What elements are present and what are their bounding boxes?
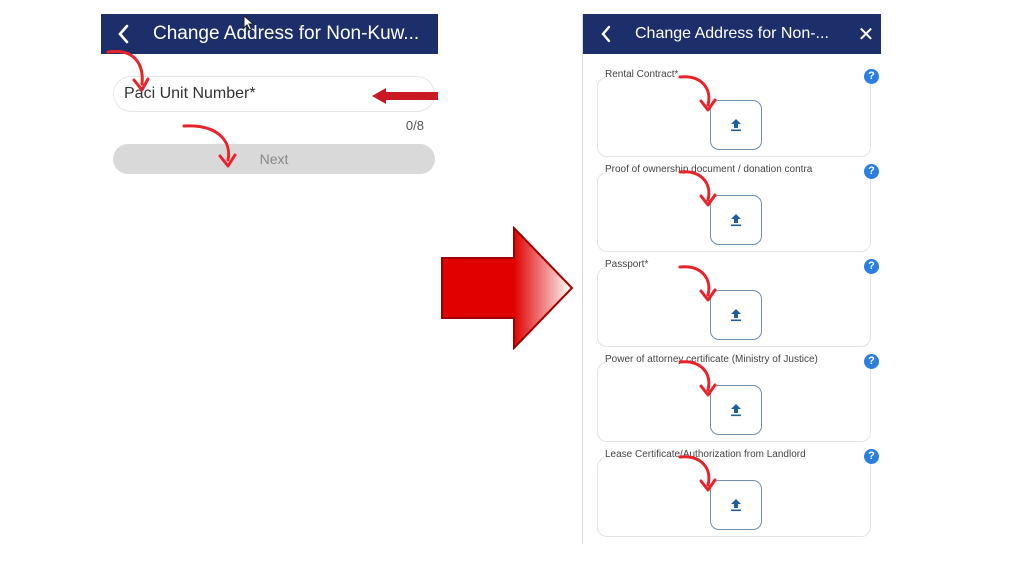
upload-card [597,362,871,442]
upload-section: Power of attorney certificate (Ministry … [597,354,879,442]
upload-button[interactable] [710,100,762,150]
page-title: Change Address for Non-Kuw... [153,23,420,44]
next-button[interactable]: Next [113,144,435,174]
help-icon[interactable]: ? [864,354,879,369]
right-phone-screen: Change Address for Non-... ✕ Rental Cont… [582,14,881,544]
help-icon[interactable]: ? [864,69,879,84]
back-button[interactable] [589,25,623,43]
upload-label: Proof of ownership document / donation c… [605,164,865,175]
upload-section: Lease Certificate/Authorization from Lan… [597,449,879,537]
help-icon[interactable]: ? [864,259,879,274]
upload-icon [731,404,741,417]
upload-button[interactable] [710,385,762,435]
right-header-bar: Change Address for Non-... ✕ [583,14,881,54]
help-icon[interactable]: ? [864,164,879,179]
upload-card [597,172,871,252]
upload-label: Power of attorney certificate (Ministry … [605,354,865,365]
upload-icon [731,119,741,132]
upload-button[interactable] [710,195,762,245]
chevron-left-icon [601,25,611,43]
transition-arrow-icon [441,226,574,350]
close-button[interactable]: ✕ [851,22,881,47]
upload-label: Lease Certificate/Authorization from Lan… [605,449,865,460]
left-header-bar: Change Address for Non-Kuw... [101,14,438,54]
paci-input-placeholder: Paci Unit Number* [124,85,256,102]
upload-section: Rental Contract* ? [597,69,879,157]
help-icon[interactable]: ? [864,449,879,464]
upload-section: Passport* ? [597,259,879,347]
upload-button[interactable] [710,480,762,530]
character-counter: 0/8 [405,118,424,133]
upload-card [597,77,871,157]
left-phone-screen: Change Address for Non-Kuw... Paci Unit … [101,14,438,554]
close-icon: ✕ [857,23,875,46]
upload-button[interactable] [710,290,762,340]
mouse-cursor-icon [243,15,255,31]
back-button[interactable] [107,24,141,44]
upload-label: Passport* [605,259,865,270]
upload-card [597,267,871,347]
upload-icon [731,499,741,512]
page-title: Change Address for Non-... [635,25,829,42]
upload-icon [731,309,741,322]
upload-icon [731,214,741,227]
upload-card [597,457,871,537]
upload-label: Rental Contract* [605,69,865,80]
chevron-left-icon [118,24,129,44]
paci-unit-number-input[interactable]: Paci Unit Number* [113,76,435,112]
upload-section: Proof of ownership document / donation c… [597,164,879,252]
